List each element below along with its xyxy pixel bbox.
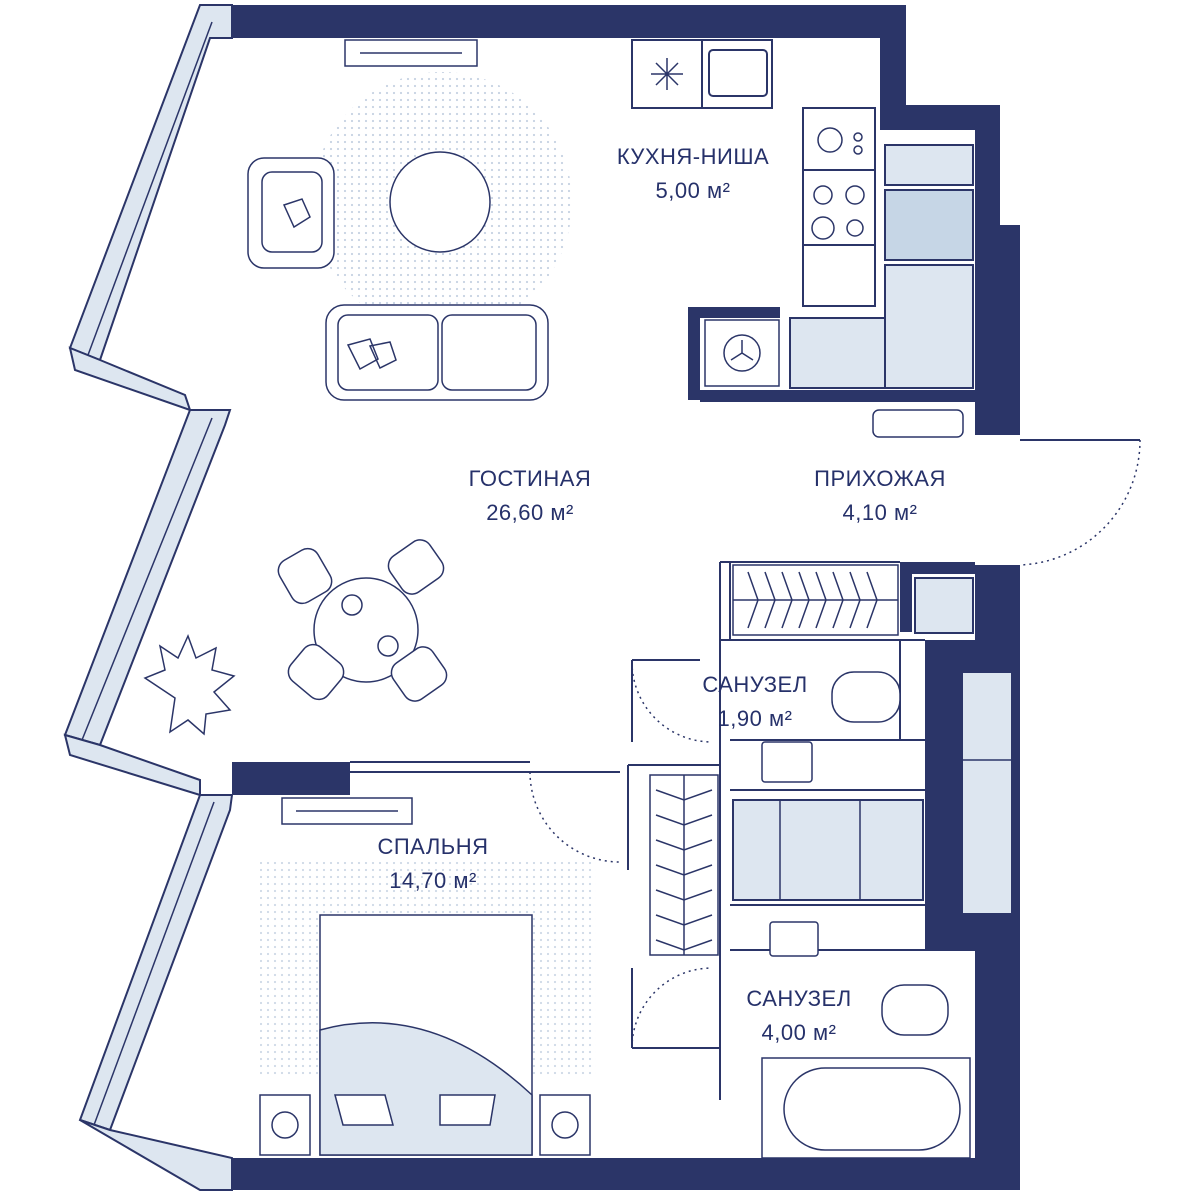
room-area: 1,90 м² [717,706,793,731]
window-frames [63,4,234,1191]
room-label-living: ГОСТИНАЯ 26,60 м² [440,462,620,530]
bathtub-icon [761,1057,971,1159]
hood-icon [651,58,683,90]
door-swings [529,439,1141,1049]
cooktop-icon [811,185,865,240]
kitchen-counter [631,39,876,307]
room-area: 26,60 м² [486,500,574,525]
wardrobe-lines [779,759,1012,900]
room-label-bath-small: САНУЗЕЛ 1,90 м² [680,668,830,736]
hall-closet [732,564,899,636]
sofa-icon [325,304,549,401]
plant-icon [143,634,236,736]
room-area: 5,00 м² [655,178,731,203]
window-lines [81,21,215,1126]
shoe-rack [872,409,964,438]
room-label-bedroom: СПАЛЬНЯ 14,70 м² [350,830,516,898]
room-name: ГОСТИНАЯ [468,466,592,491]
room-name: КУХНЯ-НИША [616,144,770,169]
tv-icon [281,39,478,825]
dining-table [277,539,448,702]
washing-machine-icon [704,319,780,387]
interior-walls [350,561,975,1100]
nightstands [259,1094,591,1156]
bedroom-closet [649,774,719,956]
armchair-icon [247,157,335,269]
toilet-icon [831,671,949,1036]
room-area: 4,10 м² [842,500,918,525]
dishwasher-icon [817,127,863,155]
sink-icon [761,741,819,957]
coffee-table [389,151,491,253]
room-label-bath-large: САНУЗЕЛ 4,00 м² [724,982,874,1050]
bed-icon [319,914,533,1156]
room-label-kitchen: КУХНЯ-НИША 5,00 м² [600,140,786,208]
room-name: ПРИХОЖАЯ [814,466,946,491]
room-name: САНУЗЕЛ [702,672,808,697]
wardrobe-blocks [732,144,1013,915]
room-name: САНУЗЕЛ [746,986,852,1011]
room-name: СПАЛЬНЯ [377,834,489,859]
room-area: 4,00 м² [761,1020,837,1045]
room-label-hallway: ПРИХОЖАЯ 4,10 м² [790,462,970,530]
door-leaves [530,439,1140,1048]
room-area: 14,70 м² [389,868,477,893]
